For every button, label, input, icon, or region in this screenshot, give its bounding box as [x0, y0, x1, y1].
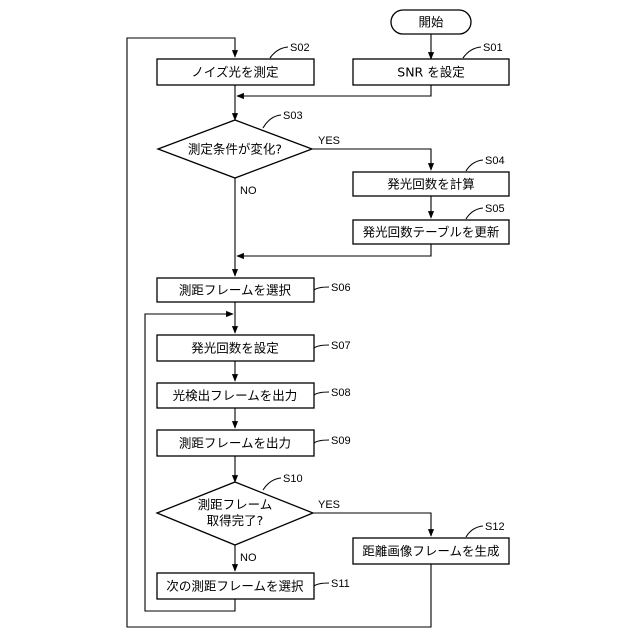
step-label-s12: S12	[466, 521, 505, 537]
arrow-s10-yes-to-s12	[313, 513, 431, 536]
s01-label: SNR を設定	[397, 65, 464, 80]
step-label-s01: S01	[463, 42, 503, 58]
process-s07: 発光回数を設定	[157, 335, 314, 361]
step-label-s09: S09	[314, 435, 351, 447]
arrow-s05-to-merge	[237, 244, 431, 256]
s06-label: 測距フレームを選択	[179, 283, 292, 298]
process-s06: 測距フレームを選択	[157, 278, 314, 302]
step-number: S04	[485, 155, 505, 167]
process-s11: 次の測距フレームを選択	[157, 573, 314, 599]
s10-no-label: NO	[240, 552, 257, 564]
s03-label: 測定条件が変化?	[188, 142, 282, 157]
start-label: 開始	[418, 15, 444, 30]
step-number: S07	[331, 340, 351, 352]
step-label-s07: S07	[314, 340, 351, 352]
s11-label: 次の測距フレームを選択	[166, 579, 304, 594]
process-s05: 発光回数テーブルを更新	[353, 220, 509, 244]
step-label-s11: S11	[314, 578, 350, 590]
s12-label: 距離画像フレームを生成	[362, 544, 499, 559]
step-label-s03: S03	[263, 110, 303, 128]
step-number: S12	[485, 521, 505, 533]
step-label-s08: S08	[314, 387, 351, 399]
step-number: S10	[283, 473, 303, 485]
step-number: S11	[331, 578, 350, 590]
arrow-s03-yes-to-s04	[312, 149, 431, 170]
s09-label: 測距フレームを出力	[179, 436, 291, 451]
s08-label: 光検出フレームを出力	[173, 388, 298, 403]
process-s08: 光検出フレームを出力	[157, 383, 314, 408]
start-terminal: 開始	[391, 10, 471, 34]
step-number: S03	[283, 110, 303, 122]
process-s01: SNR を設定	[353, 59, 509, 85]
step-number: S05	[485, 203, 505, 215]
s04-label: 発光回数を計算	[387, 177, 475, 192]
step-label-s06: S06	[314, 282, 351, 294]
step-label-s02: S02	[270, 42, 310, 58]
step-number: S02	[290, 42, 310, 54]
process-s04: 発光回数を計算	[353, 172, 509, 196]
s10-label-line2: 取得完了?	[207, 513, 264, 528]
step-number: S09	[331, 435, 351, 447]
step-label-s05: S05	[466, 203, 505, 219]
s07-label: 発光回数を設定	[191, 341, 279, 356]
decision-s03: 測定条件が変化?	[158, 120, 312, 178]
s03-yes-label: YES	[318, 135, 340, 147]
s10-yes-label: YES	[318, 499, 340, 511]
decision-s10: 測距フレーム 取得完了?	[157, 482, 313, 545]
step-number: S08	[331, 387, 351, 399]
process-s12: 距離画像フレームを生成	[353, 538, 509, 564]
step-label-s04: S04	[466, 155, 505, 171]
process-s09: 測距フレームを出力	[157, 430, 314, 456]
step-number: S01	[483, 42, 503, 54]
s02-label: ノイズ光を測定	[191, 65, 278, 80]
s03-no-label: NO	[240, 185, 257, 197]
process-s02: ノイズ光を測定	[157, 59, 314, 85]
arrow-s01-to-merge	[237, 85, 431, 96]
step-number: S06	[331, 282, 351, 294]
step-label-s10: S10	[263, 473, 303, 490]
s10-label-line1: 測距フレーム	[198, 497, 273, 512]
s05-label: 発光回数テーブルを更新	[363, 225, 500, 240]
